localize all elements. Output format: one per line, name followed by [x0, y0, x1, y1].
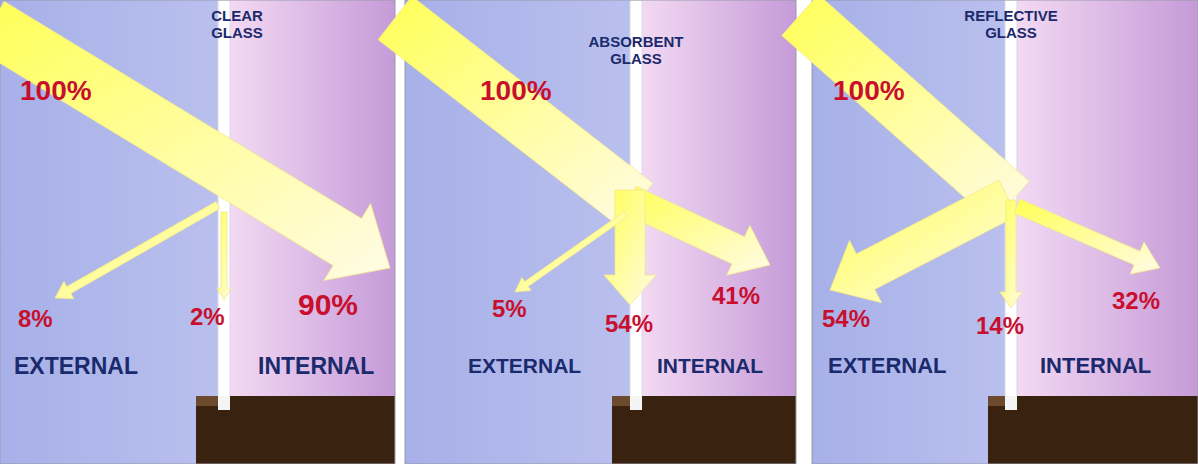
- percentage: 41%: [712, 283, 760, 309]
- percentage: 5%: [492, 296, 527, 322]
- percentage: 100%: [833, 76, 905, 107]
- sill-edge: [988, 396, 1005, 406]
- glass-title: ABSORBENT GLASS: [588, 34, 683, 67]
- glass-pane: [218, 0, 230, 410]
- light-arrow: [1014, 199, 1160, 274]
- sill-edge: [612, 396, 630, 406]
- percentage: 14%: [976, 313, 1024, 339]
- window-sill: [196, 396, 395, 464]
- light-arrow: [830, 180, 1017, 303]
- percentage: 90%: [298, 288, 358, 321]
- glass-foot: [1005, 396, 1017, 410]
- percentage: 100%: [480, 76, 552, 107]
- side-label: INTERNAL: [258, 354, 374, 379]
- percentage: 8%: [18, 306, 53, 332]
- light-arrow: [1000, 200, 1022, 308]
- internal-ground: [1017, 0, 1198, 464]
- light-arrow: [624, 186, 770, 275]
- light-arrow: [515, 212, 628, 293]
- glass-foot: [218, 396, 230, 410]
- glass-title: CLEAR GLASS: [211, 8, 263, 41]
- light-arrow: [55, 202, 220, 299]
- percentage: 54%: [822, 306, 870, 332]
- side-label: EXTERNAL: [14, 354, 138, 379]
- window-sill: [612, 396, 796, 464]
- side-label: INTERNAL: [657, 354, 763, 377]
- percentage: 2%: [190, 304, 225, 330]
- side-label: INTERNAL: [1040, 354, 1151, 378]
- sill-edge: [196, 396, 218, 406]
- light-arrow: [217, 212, 231, 300]
- window-sill: [988, 396, 1198, 464]
- glass-foot: [630, 396, 642, 410]
- percentage: 100%: [20, 76, 92, 107]
- light-arrow: [0, 2, 390, 281]
- side-label: EXTERNAL: [828, 354, 947, 378]
- percentage: 54%: [605, 311, 653, 337]
- side-label: EXTERNAL: [468, 354, 581, 377]
- glass-title: REFLECTIVE GLASS: [964, 8, 1057, 41]
- percentage: 32%: [1112, 288, 1160, 314]
- light-arrow: [604, 190, 656, 305]
